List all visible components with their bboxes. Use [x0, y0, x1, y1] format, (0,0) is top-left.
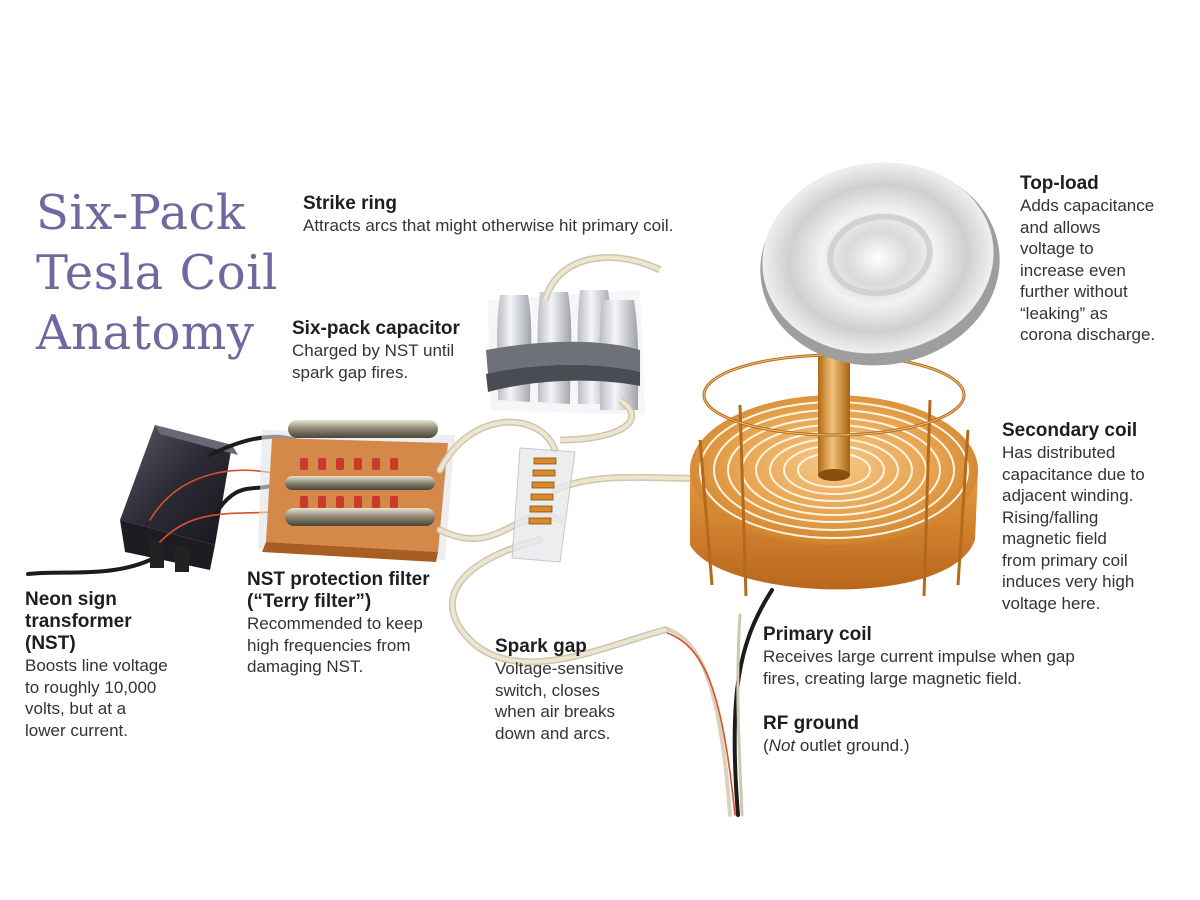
rf-ground-label: RF ground (Not outlet ground.)	[763, 713, 910, 755]
top-load	[760, 162, 1000, 366]
strike-ring-label: Strike ring Attracts arcs that might oth…	[303, 193, 674, 235]
six-pack-capacitor-label: Six-pack capacitor Charged by NST until …	[292, 318, 460, 382]
secondary-coil-label: Secondary coil Has distributed capacitan…	[1002, 420, 1145, 613]
page-title: Six-Pack Tesla Coil Anatomy	[36, 185, 278, 361]
terry-filter-board	[258, 420, 455, 562]
neon-sign-transformer	[120, 425, 238, 572]
nst-label: Neon sign transformer (NST) Boosts line …	[25, 589, 168, 740]
spark-gap	[511, 447, 576, 563]
six-pack-capacitor	[486, 254, 662, 444]
ground-wires	[26, 558, 774, 817]
primary-coil-label: Primary coil Receives large current impu…	[763, 624, 1075, 688]
spark-gap-label: Spark gap Voltage-sensitive switch, clos…	[495, 636, 624, 743]
top-load-label: Top-load Adds capacitance and allows vol…	[1020, 173, 1156, 344]
nst-filter-label: NST protection filter (“Terry filter”) R…	[247, 569, 430, 676]
